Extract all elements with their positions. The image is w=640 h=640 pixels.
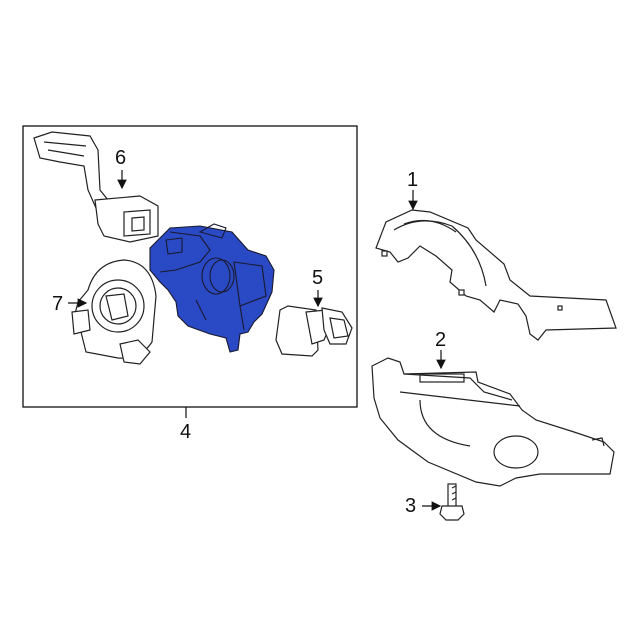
part-5-switch (275, 305, 353, 357)
part-3-bolt (439, 483, 465, 521)
part-7-clockspring (71, 259, 157, 365)
part-2-lower-shroud (371, 357, 615, 487)
callout-7: 7 (52, 293, 64, 315)
callout-1: 1 (407, 169, 419, 191)
assembly-group-box (22, 125, 358, 408)
callout-6: 6 (115, 147, 127, 169)
part-6-switch (33, 131, 159, 243)
part-1-upper-shroud (375, 209, 617, 341)
part-4-switch-housing (149, 223, 275, 353)
callout-4: 4 (180, 421, 192, 443)
callout-3: 3 (405, 495, 417, 517)
callout-2: 2 (435, 329, 447, 351)
callout-5: 5 (312, 267, 324, 289)
